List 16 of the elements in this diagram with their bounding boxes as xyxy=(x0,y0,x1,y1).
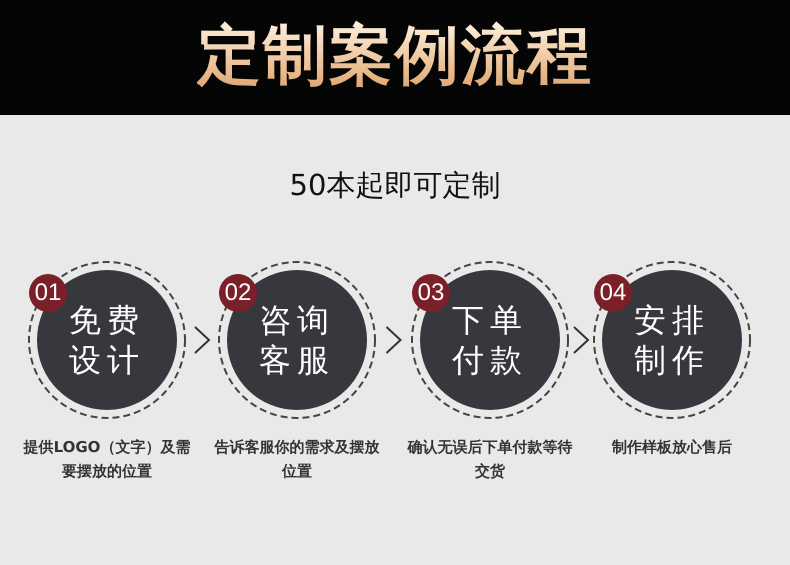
step-description: 制作样板放心售后 xyxy=(610,437,733,458)
step-number-badge: 03 xyxy=(412,274,450,312)
step-number-badge: 01 xyxy=(29,274,67,312)
step-number-badge: 04 xyxy=(594,274,632,312)
step-title: 安排制作 xyxy=(633,300,711,380)
chevron-arrow xyxy=(573,326,590,354)
subtitle: 50本起即可定制 xyxy=(290,167,500,204)
chevron-arrow xyxy=(194,326,210,354)
step-description: 提供LOGO（文字）及需要摆放的位置 xyxy=(22,437,192,482)
step-title: 咨询客服 xyxy=(258,300,336,380)
step-description: 告诉客服你的需求及摆放位置 xyxy=(214,437,380,482)
step-title: 免费设计 xyxy=(68,300,146,380)
step-number-badge: 02 xyxy=(219,274,257,312)
step-title: 下单付款 xyxy=(451,300,529,380)
chevron-arrow xyxy=(386,326,402,354)
step-description: 确认无误后下单付款等待交货 xyxy=(406,437,574,482)
